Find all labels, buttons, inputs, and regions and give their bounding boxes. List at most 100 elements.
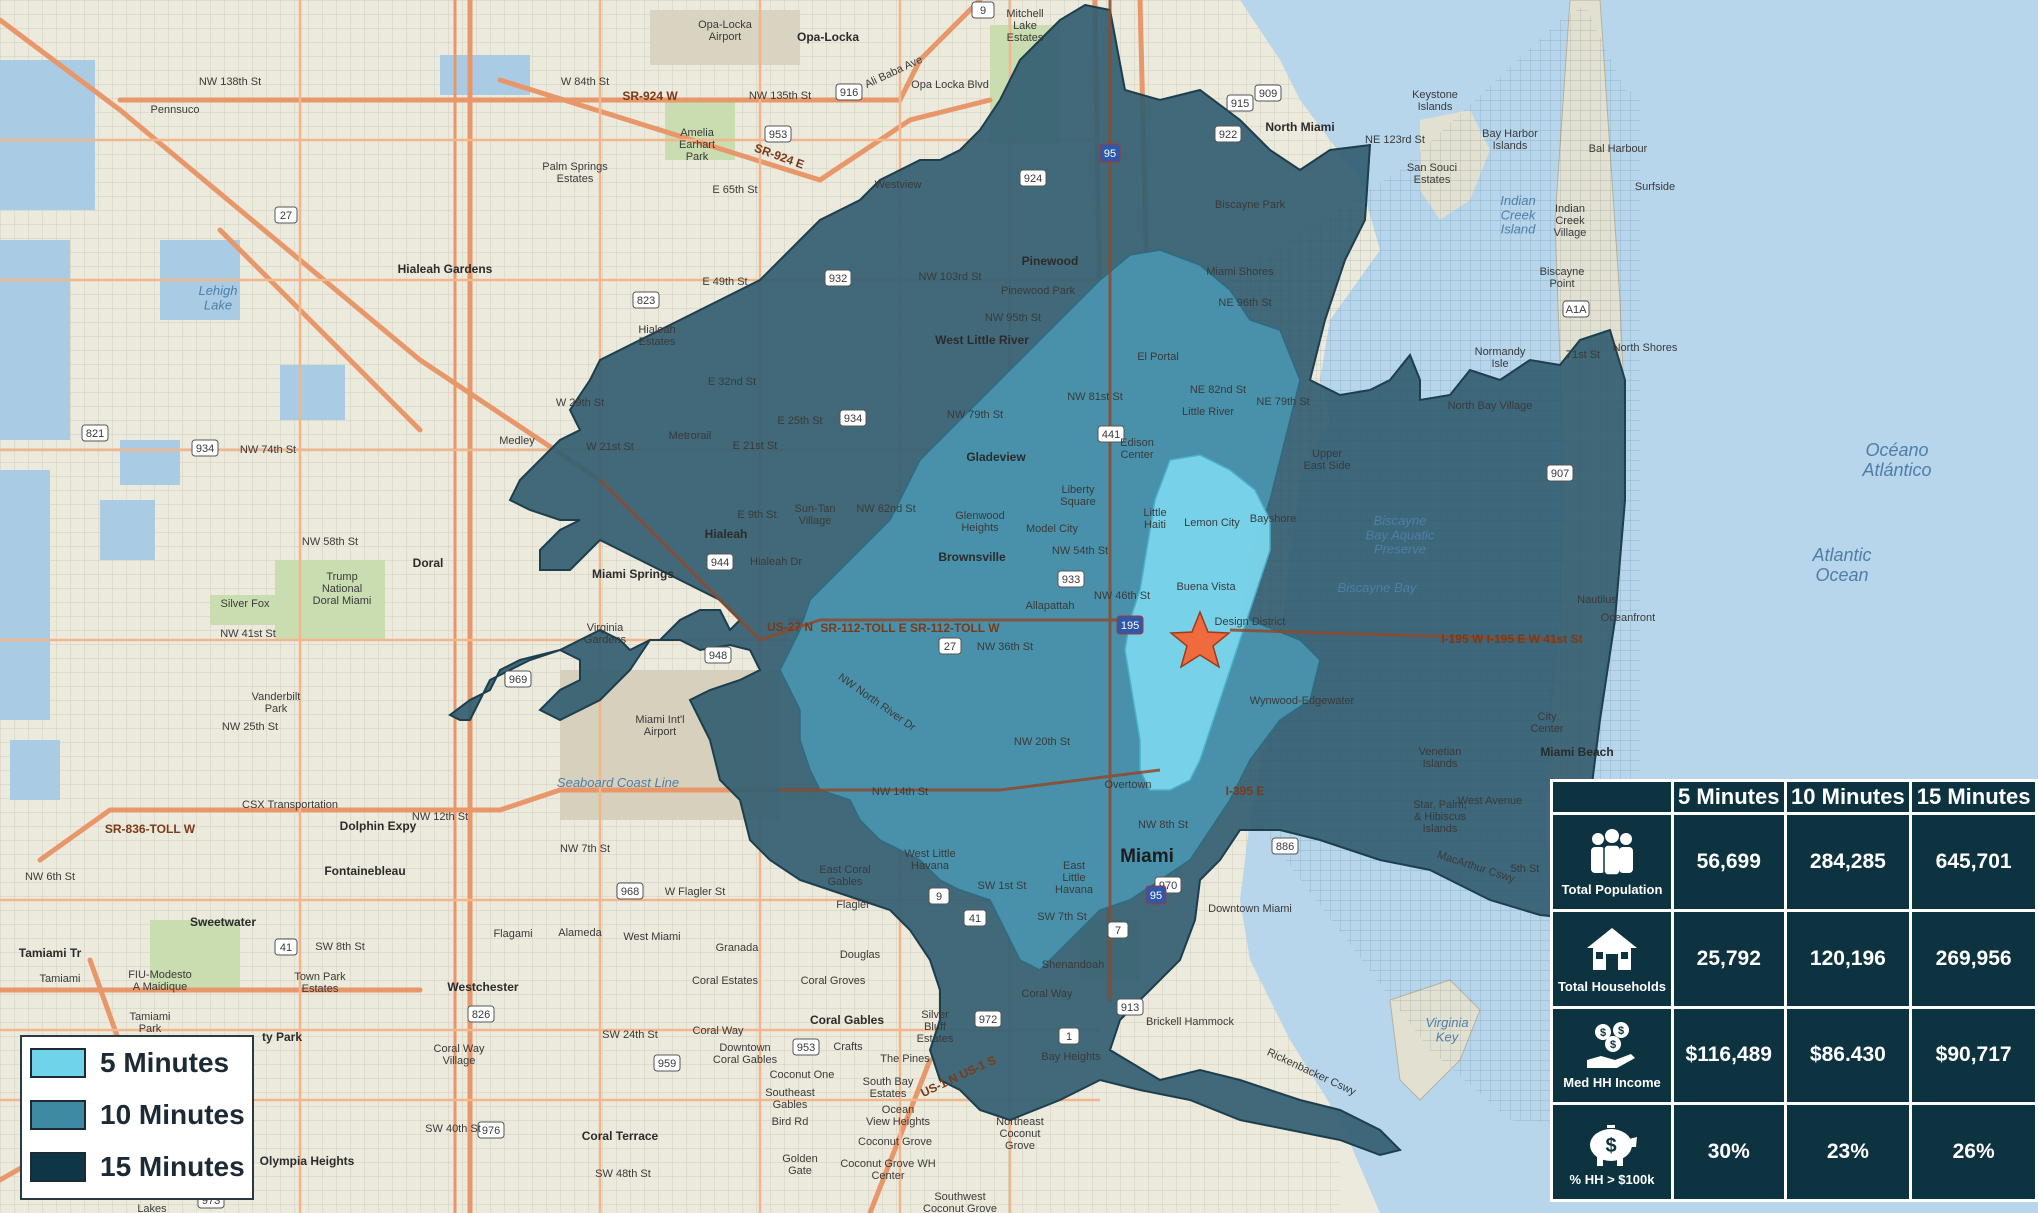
label-e-9th: E 9th St	[737, 509, 776, 521]
legend-swatch-10	[30, 1100, 86, 1130]
label-the-pines: The Pines	[880, 1053, 930, 1065]
label-wynwood: Wynwood-Edgewater	[1250, 695, 1355, 707]
shield-label: 916	[840, 87, 858, 99]
metric-cell: Total Households	[1553, 911, 1671, 1006]
label-bay-heights: Bay Heights	[1041, 1051, 1101, 1063]
people-icon	[1591, 828, 1633, 876]
label-nw-12th: NW 12th St	[412, 811, 468, 823]
shield-label: 1	[1066, 1031, 1072, 1043]
label-coral-groves: Coral Groves	[801, 975, 866, 987]
label-sw-48th: SW 48th St	[595, 1168, 651, 1180]
shield-label: 976	[482, 1125, 500, 1137]
label-e-49th: E 49th St	[702, 276, 747, 288]
label-sr836: SR-836-TOLL W	[105, 822, 196, 836]
label-surfside: Surfside	[1635, 181, 1675, 193]
label-brickell: Brickell Hammock	[1146, 1016, 1235, 1028]
label-lakes: Lakes	[137, 1203, 167, 1213]
location-star[interactable]	[1169, 609, 1231, 669]
shield-label: 922	[1219, 129, 1237, 141]
label-westview: Westview	[875, 179, 922, 191]
label-nw-14th: NW 14th St	[872, 786, 928, 798]
value-cell: $116,489	[1674, 1008, 1784, 1103]
label-5th-st: 5th St	[1511, 863, 1540, 875]
label-nw-79th: NW 79th St	[947, 409, 1003, 421]
label-opa-locka: Opa-Locka	[797, 30, 859, 44]
shield-label: 95	[1104, 148, 1116, 160]
label-crafts: Crafts	[833, 1041, 863, 1053]
shield-label: 823	[637, 295, 655, 307]
label-alameda: Alameda	[558, 927, 602, 939]
label-bird-rd: Bird Rd	[772, 1116, 809, 1128]
label-nw-138th: NW 138th St	[199, 76, 261, 88]
value-cell: 284,285	[1786, 815, 1910, 909]
legend: 5 Minutes 10 Minutes 15 Minutes	[20, 1035, 254, 1200]
label-pinewood: Pinewood	[1022, 254, 1079, 268]
label-nw-135th: NW 135th St	[749, 90, 811, 102]
value-cell: 269,956	[1912, 911, 2035, 1006]
metric-label: Total Households	[1557, 978, 1667, 994]
label-miami-beach: Miami Beach	[1540, 745, 1613, 759]
metric-cell: Total Population	[1553, 815, 1671, 909]
label-north-bay-village: North Bay Village	[1448, 400, 1533, 412]
label-nw-7th: NW 7th St	[560, 843, 610, 855]
value-cell: 25,792	[1674, 911, 1784, 1006]
svg-text:$: $	[1605, 1135, 1616, 1157]
label-north-shores: North Shores	[1613, 342, 1678, 354]
shield-label: 953	[797, 1042, 815, 1054]
legend-label-5: 5 Minutes	[100, 1047, 230, 1078]
label-seaboard: Seaboard Coast Line	[557, 775, 679, 790]
label-e-32nd: E 32nd St	[708, 376, 756, 388]
label-w-29th: W 29th St	[556, 397, 604, 409]
label-nw-25th: NW 25th St	[222, 721, 278, 733]
label-coral-way: Coral Way	[1022, 988, 1073, 1000]
label-sw-24th: SW 24th St	[602, 1029, 658, 1041]
header-5-minutes: 5 Minutes	[1674, 782, 1784, 812]
label-flagami: Flagami	[493, 928, 532, 940]
shield-label: 441	[1102, 429, 1120, 441]
label-nw-74th: NW 74th St	[240, 444, 296, 456]
value-cell: 23%	[1786, 1105, 1910, 1199]
label-westchester: Westchester	[447, 980, 518, 994]
label-sw-1st: SW 1st St	[978, 880, 1027, 892]
label-nw-54th: NW 54th St	[1052, 545, 1108, 557]
label-ne-82nd: NE 82nd St	[1190, 384, 1246, 396]
shield-label: 933	[1062, 574, 1080, 586]
label-pinewood-park: Pinewood Park	[1001, 285, 1075, 297]
legend-label-10: 10 Minutes	[100, 1099, 245, 1130]
metric-label: Med HH Income	[1563, 1075, 1661, 1091]
table-header-row: 5 Minutes 10 Minutes 15 Minutes	[1553, 782, 2035, 812]
piggy-bank-icon: $	[1590, 1125, 1637, 1167]
label-shenandoah: Shenandoah	[1042, 959, 1104, 971]
label-tamiami: Tamiami	[40, 973, 81, 985]
label-olympia: Olympia Heights	[260, 1154, 355, 1168]
label-us27n: US-27 N	[767, 620, 813, 634]
house-icon	[1587, 927, 1637, 970]
label-ne-96th: NE 96th St	[1218, 297, 1271, 309]
label-sweetwater: Sweetwater	[190, 915, 256, 929]
value-cell: 120,196	[1786, 911, 1910, 1006]
label-nw-41st: NW 41st St	[220, 628, 276, 640]
legend-label-15: 15 Minutes	[100, 1151, 245, 1182]
label-west-little-river: West Little River	[935, 333, 1029, 347]
label-nw-81st: NW 81st St	[1067, 391, 1123, 403]
label-coral-gables: Coral Gables	[810, 1013, 884, 1027]
label-sr112: SR-112-TOLL E SR-112-TOLL W	[820, 621, 1000, 635]
value-cell: 56,699	[1674, 815, 1784, 909]
shield-label: 27	[944, 641, 956, 653]
